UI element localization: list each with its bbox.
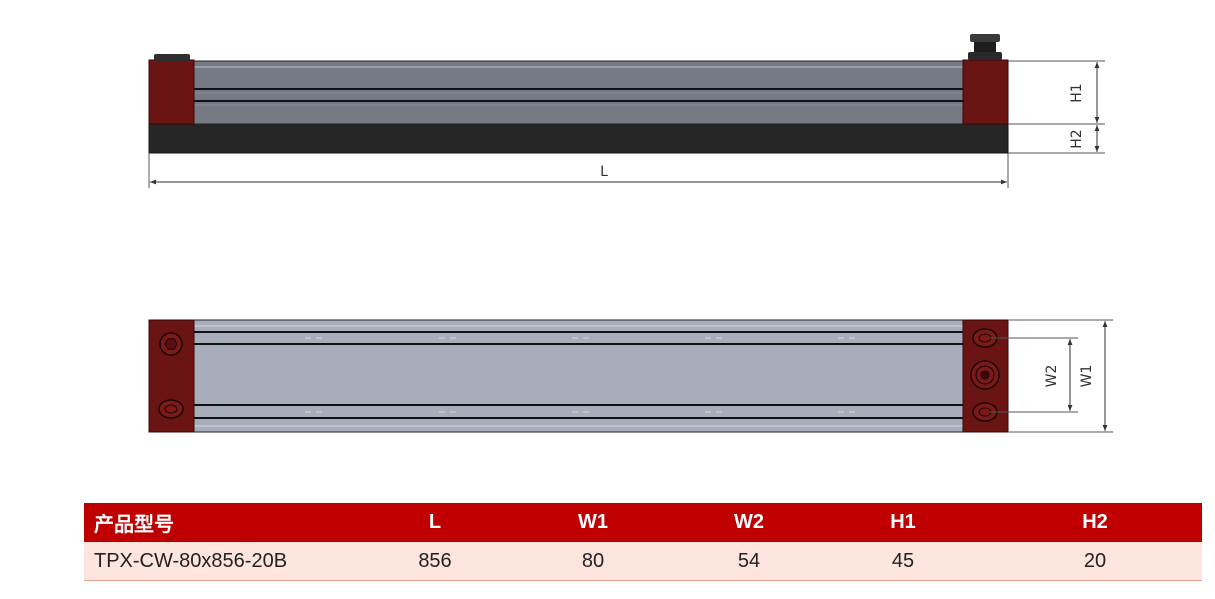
dimension-label-h1: H1 (1069, 83, 1085, 102)
header-model: 产品型号 (84, 503, 364, 542)
header-h1: H1 (818, 503, 988, 542)
hex-socket-bolt-icon (159, 332, 183, 356)
dimension-label-h2: H2 (1069, 129, 1085, 148)
header-h2: H2 (988, 503, 1202, 542)
dimension-label-w1: W1 (1079, 365, 1095, 388)
header-w1: W1 (506, 503, 680, 542)
header-l: L (364, 503, 506, 542)
plug-left (154, 54, 190, 61)
cell-w1: 80 (506, 542, 680, 581)
end-cap-left-side (148, 59, 195, 125)
air-fitting-icon (970, 360, 1000, 390)
table-header-row: 产品型号 L W1 W2 H1 H2 (84, 503, 1202, 542)
cell-w2: 54 (680, 542, 818, 581)
cell-h1: 45 (818, 542, 988, 581)
cell-model: TPX-CW-80x856-20B (84, 542, 364, 581)
cell-l: 856 (364, 542, 506, 581)
top-view: W2 W1 (148, 319, 1113, 433)
side-view: L H1 H2 (148, 34, 1105, 188)
cell-h2: 20 (988, 542, 1202, 581)
profile-body-top (193, 319, 964, 433)
dimension-label-w2: W2 (1044, 365, 1060, 388)
spec-table: 产品型号 L W1 W2 H1 H2 TPX-CW-80x856-20B 856… (84, 503, 1202, 581)
technical-drawing: L H1 H2 (148, 34, 1113, 433)
table-row: TPX-CW-80x856-20B 856 80 54 45 20 (84, 542, 1202, 581)
slot-markers (305, 337, 855, 413)
end-cap-right-side (962, 59, 1009, 125)
rubber-base (148, 123, 1009, 154)
dimension-label-l: L (600, 164, 608, 180)
header-w2: W2 (680, 503, 818, 542)
air-fitting-icon (968, 34, 1002, 60)
hex-socket-bolt-icon (158, 399, 184, 419)
